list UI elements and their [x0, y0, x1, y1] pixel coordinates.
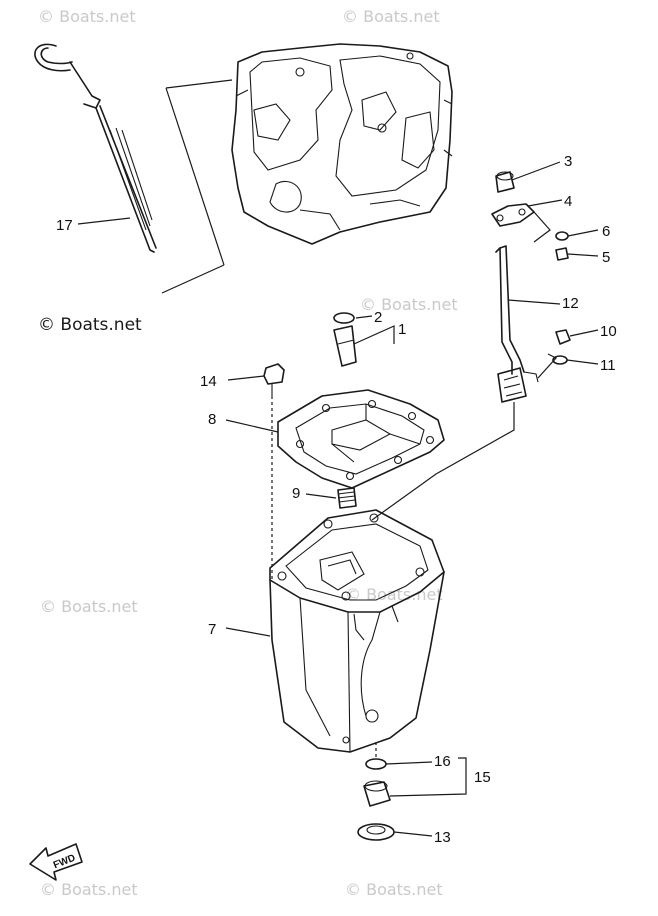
- forward-arrow: FWD: [29, 843, 83, 881]
- callout-6: 6: [602, 223, 610, 240]
- watermark-left-middle: © Boats.net: [40, 597, 138, 616]
- callout-2: 2: [374, 309, 382, 326]
- strainer-pipe-guide-line: [371, 402, 515, 521]
- bolt-5: [555, 247, 569, 261]
- oil-pan-gasket: [277, 389, 445, 489]
- callout-14: 14: [200, 373, 217, 390]
- watermark-top-left: © Boats.net: [38, 7, 136, 26]
- callout-8: 8: [208, 411, 216, 428]
- drain-plug: [363, 780, 391, 807]
- watermark-mid-right: © Boats.net: [360, 295, 458, 314]
- pipe-bracket: [491, 203, 535, 227]
- watermark-bottom-right: © Boats.net: [345, 880, 443, 899]
- dipstick: [34, 43, 157, 253]
- callout-3: 3: [564, 153, 572, 170]
- bolt-14: [263, 363, 285, 396]
- bolt-10: [555, 329, 571, 345]
- watermark-top-right: © Boats.net: [342, 7, 440, 26]
- callout-7: 7: [208, 621, 216, 638]
- callout-labels: 1 2 3 4 5 6 7 8 9 10 11 12 13 14 15 16 1…: [56, 153, 617, 846]
- callout-1: 1: [398, 321, 406, 338]
- watermark-bottom-left: © Boats.net: [40, 880, 138, 899]
- drain-o-ring: [365, 758, 387, 770]
- oil-pan: [269, 509, 445, 753]
- callout-leaders: [77, 161, 599, 837]
- washer-6: [555, 231, 569, 241]
- watermark-group: © Boats.net © Boats.net © Boats.net © Bo…: [38, 7, 458, 899]
- callout-15: 15: [474, 769, 491, 786]
- strainer-pipe: [495, 245, 539, 403]
- callout-12: 12: [562, 295, 579, 312]
- dipstick-reference-bracket: [161, 79, 233, 294]
- pipe-cap: [495, 171, 515, 193]
- drain-seal: [357, 823, 395, 841]
- watermark-dark: © Boats.net: [38, 315, 142, 335]
- callout-16: 16: [434, 753, 451, 770]
- callout-13: 13: [434, 829, 451, 846]
- callout-10: 10: [600, 323, 617, 340]
- engine-block: [231, 43, 453, 245]
- callout-11: 11: [600, 357, 616, 374]
- relief-valve: [333, 312, 357, 367]
- watermark-right-middle: © Boats.net: [345, 585, 443, 604]
- callout-4: 4: [564, 193, 572, 210]
- callout-9: 9: [292, 485, 300, 502]
- callout-17: 17: [56, 217, 73, 234]
- callout-5: 5: [602, 249, 610, 266]
- oil-strainer: [337, 487, 357, 509]
